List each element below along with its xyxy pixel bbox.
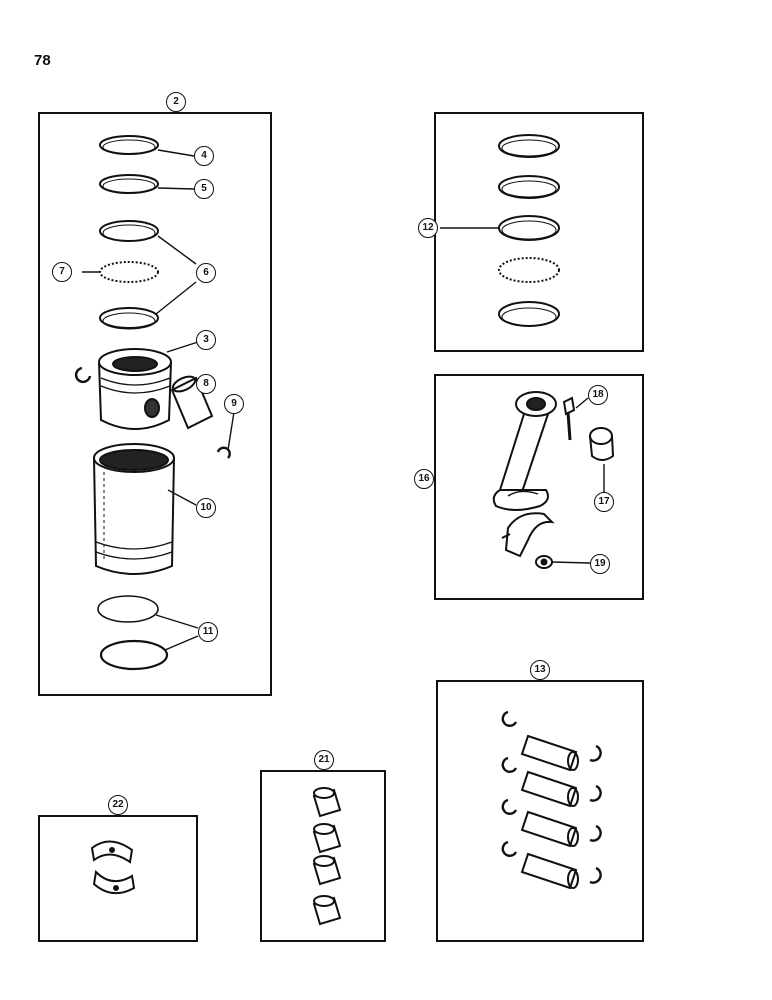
compression-ring-top	[99, 135, 159, 155]
callout-16: 16	[414, 469, 434, 489]
cylinder-sleeve	[93, 443, 175, 575]
connecting-rod	[492, 391, 557, 511]
pin-kit-snap-rings	[501, 710, 602, 884]
callout-22: 22	[108, 795, 128, 815]
connecting-rod-bolt	[562, 396, 576, 441]
piston	[98, 348, 172, 430]
piston-pin	[170, 375, 214, 430]
oil-ring-expander	[99, 261, 159, 283]
bushing-2	[312, 823, 342, 854]
callout-6: 6	[196, 263, 216, 283]
callout-19: 19	[590, 554, 610, 574]
callout-13: 13	[530, 660, 550, 680]
panel-bearing-set	[38, 815, 198, 942]
callout-5: 5	[194, 179, 214, 199]
pin-kit-pin-2	[520, 770, 579, 808]
pin-kit-pin-1	[520, 734, 579, 772]
callout-7: 7	[52, 262, 72, 282]
callout-12: 12	[418, 218, 438, 238]
snap-ring-right	[216, 446, 231, 459]
ring-set-ring-3	[498, 215, 560, 241]
snap-ring-left	[74, 366, 92, 384]
compression-ring-second	[99, 174, 159, 194]
callout-8: 8	[196, 374, 216, 394]
sleeve-seal-ring-lower	[99, 639, 169, 671]
pin-kit-pin-4	[520, 852, 579, 890]
callout-10: 10	[196, 498, 216, 518]
bearing-half-upper	[90, 840, 134, 864]
callout-2: 2	[166, 92, 186, 112]
ring-set-ring-4	[498, 257, 560, 283]
callout-17: 17	[594, 492, 614, 512]
callout-18: 18	[588, 385, 608, 405]
panel-piston-pin-kit	[436, 680, 644, 942]
callout-3: 3	[196, 330, 216, 350]
bearing-half-lower	[92, 869, 136, 895]
ring-set-ring-2	[498, 175, 560, 199]
ring-set-ring-5	[498, 301, 560, 327]
panel-connecting-rod	[434, 374, 644, 600]
bushing-4	[312, 895, 342, 926]
pin-kit-pin-3	[520, 810, 579, 848]
connecting-rod-nut	[535, 555, 553, 569]
sleeve-seal-ring-upper	[97, 595, 159, 623]
bushing-1	[312, 787, 342, 818]
callout-4: 4	[194, 146, 214, 166]
connecting-rod-cap	[501, 512, 555, 558]
connecting-rod-bushing	[589, 427, 615, 461]
page-number: 78	[34, 52, 51, 69]
panel-piston-sleeve-kit	[38, 112, 272, 696]
callout-9: 9	[224, 394, 244, 414]
ring-set-ring-1	[498, 134, 560, 158]
bushing-3	[312, 855, 342, 886]
oil-ring-upper	[99, 220, 159, 242]
callout-21: 21	[314, 750, 334, 770]
callout-11: 11	[198, 622, 218, 642]
oil-ring-lower	[99, 307, 159, 330]
panel-bushing-set	[260, 770, 386, 942]
